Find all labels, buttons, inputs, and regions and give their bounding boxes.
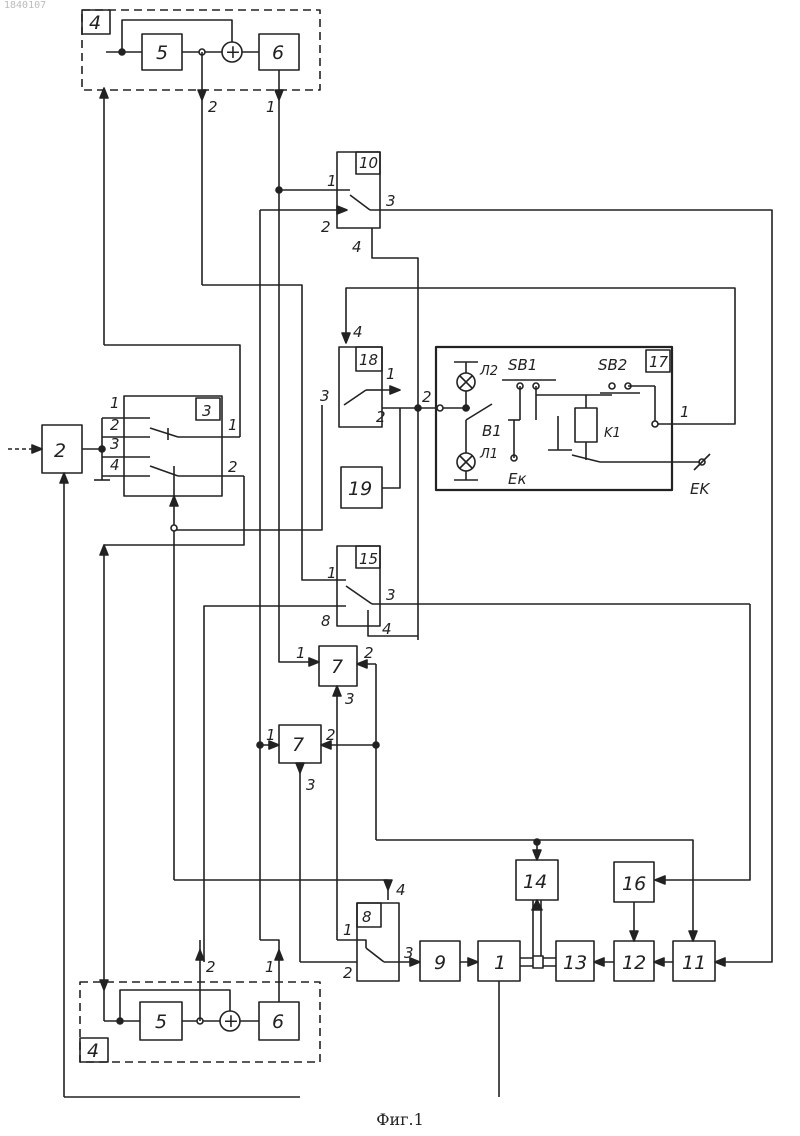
svg-text:8: 8 — [362, 908, 372, 926]
svg-text:2: 2 — [54, 440, 66, 462]
svg-text:1: 1 — [494, 952, 506, 974]
svg-text:2: 2 — [364, 644, 374, 662]
svg-text:7: 7 — [331, 656, 343, 678]
svg-text:9: 9 — [434, 952, 446, 974]
svg-text:13: 13 — [563, 952, 587, 974]
svg-text:1: 1 — [296, 644, 306, 662]
svg-text:+: + — [225, 41, 241, 63]
svg-text:4: 4 — [87, 1040, 99, 1062]
svg-text:4: 4 — [110, 456, 120, 474]
svg-text:Л2: Л2 — [479, 364, 498, 379]
block-18: 4 18 3 2 1 2 — [174, 288, 735, 530]
svg-text:1: 1 — [386, 365, 396, 383]
svg-text:15: 15 — [359, 550, 378, 568]
svg-text:5: 5 — [155, 1011, 167, 1033]
svg-text:Л1: Л1 — [479, 447, 498, 462]
svg-text:Eк: Eк — [508, 470, 527, 488]
svg-text:SB1: SB1 — [508, 356, 537, 374]
svg-text:EK: EK — [690, 480, 710, 498]
svg-text:7: 7 — [292, 734, 304, 756]
svg-text:2: 2 — [206, 958, 216, 976]
svg-text:1: 1 — [680, 403, 690, 421]
svg-text:SB2: SB2 — [598, 356, 627, 374]
svg-text:12: 12 — [622, 952, 646, 974]
svg-text:3: 3 — [202, 402, 212, 420]
svg-text:18: 18 — [359, 351, 378, 369]
bottom-unit-4: 4 5 + 6 2 1 — [80, 940, 320, 1062]
svg-text:4: 4 — [89, 12, 101, 34]
svg-text:11: 11 — [682, 952, 706, 974]
svg-text:19: 19 — [348, 478, 372, 500]
svg-text:10: 10 — [359, 154, 378, 172]
figure-caption: Фиг.1 — [0, 1110, 800, 1129]
top-unit-4: 4 5 + 6 2 1 — [82, 10, 320, 345]
svg-text:1: 1 — [327, 564, 337, 582]
block-2: 2 — [8, 425, 300, 1097]
block-15: 15 1 8 3 4 — [202, 285, 750, 962]
svg-text:4: 4 — [352, 238, 362, 256]
svg-text:1: 1 — [265, 958, 275, 976]
svg-text:3: 3 — [386, 586, 396, 604]
svg-text:4: 4 — [353, 323, 363, 341]
panel-17: 17 SB1 SB2 Л2 Л1 B1 Eк 1 — [436, 347, 710, 498]
svg-text:+: + — [223, 1010, 239, 1032]
svg-text:14: 14 — [523, 871, 547, 893]
svg-text:1: 1 — [228, 416, 238, 434]
svg-text:2: 2 — [321, 218, 331, 236]
block-3: 3 1 2 3 4 1 2 — [94, 345, 244, 990]
block-19: 19 — [341, 408, 400, 508]
svg-text:2: 2 — [208, 98, 218, 116]
svg-text:5: 5 — [156, 42, 168, 64]
svg-text:1: 1 — [110, 394, 120, 412]
svg-text:16: 16 — [622, 873, 646, 895]
svg-text:K1: K1 — [604, 426, 621, 441]
svg-text:2: 2 — [228, 458, 238, 476]
svg-text:3: 3 — [386, 192, 396, 210]
svg-text:1: 1 — [343, 921, 353, 939]
processing-chain: 9 1 13 12 11 14 16 — [376, 839, 735, 1097]
svg-text:1: 1 — [327, 172, 337, 190]
svg-text:6: 6 — [272, 1011, 284, 1033]
svg-text:1: 1 — [266, 726, 276, 744]
svg-text:3: 3 — [345, 690, 355, 708]
document-reference: 1840107 — [4, 0, 46, 11]
svg-text:2: 2 — [422, 388, 432, 406]
svg-text:3: 3 — [306, 776, 316, 794]
svg-text:3: 3 — [320, 387, 330, 405]
svg-text:B1: B1 — [482, 422, 502, 440]
svg-text:1: 1 — [266, 98, 276, 116]
svg-text:17: 17 — [649, 353, 669, 371]
svg-text:4: 4 — [396, 881, 406, 899]
svg-text:2: 2 — [376, 408, 386, 426]
svg-text:2: 2 — [343, 964, 353, 982]
svg-text:6: 6 — [272, 42, 284, 64]
svg-text:8: 8 — [321, 612, 331, 630]
